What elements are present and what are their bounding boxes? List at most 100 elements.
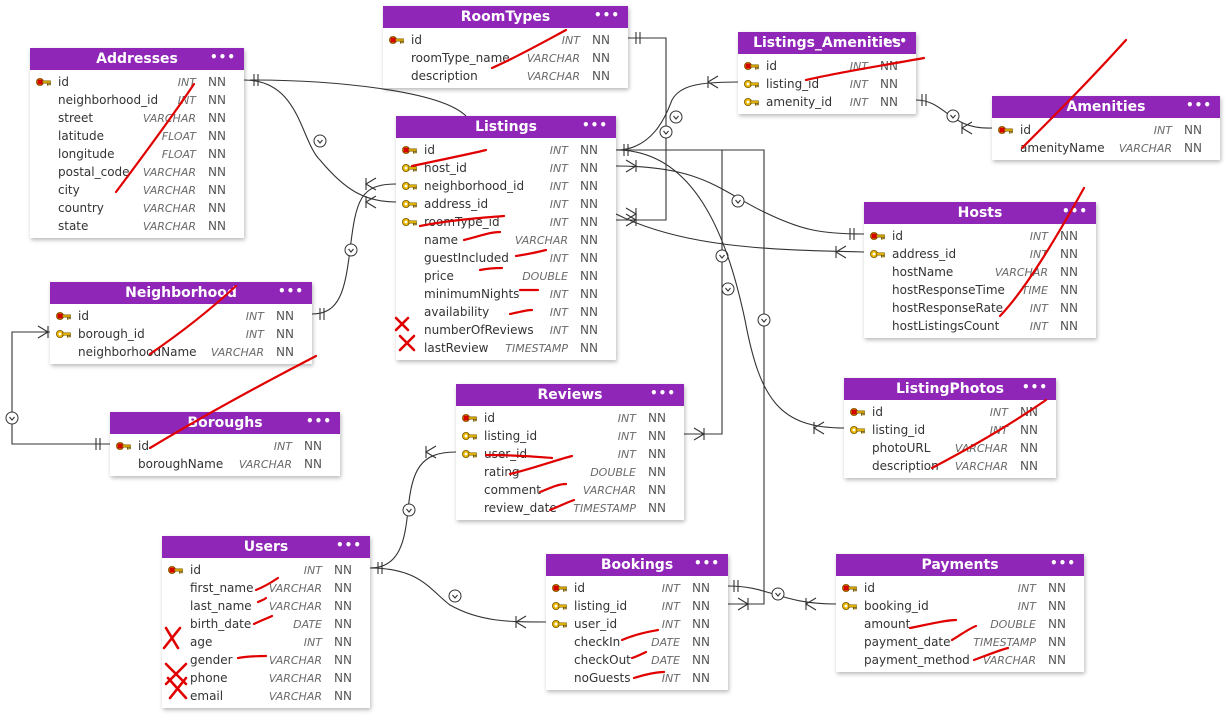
table-header[interactable]: ListingPhotos•••: [844, 378, 1056, 400]
table-menu-icon[interactable]: •••: [881, 34, 908, 48]
relationship-midpoint[interactable]: [757, 313, 771, 327]
table-header[interactable]: Payments•••: [836, 554, 1084, 576]
table-menu-icon[interactable]: •••: [1061, 204, 1088, 218]
table-menu-icon[interactable]: •••: [649, 386, 676, 400]
table-menu-icon[interactable]: •••: [277, 284, 304, 298]
table-menu-icon[interactable]: •••: [581, 118, 608, 132]
table-menu-icon[interactable]: •••: [1049, 556, 1076, 570]
table-menu-icon[interactable]: •••: [1185, 98, 1212, 112]
relationship-midpoint[interactable]: [721, 282, 735, 296]
relationship-midpoint[interactable]: [344, 243, 358, 257]
table-header[interactable]: Hosts•••: [864, 202, 1096, 224]
relationship-midpoint[interactable]: [946, 109, 960, 123]
relationship-midpoint[interactable]: [5, 411, 19, 425]
table-header[interactable]: RoomTypes•••: [383, 6, 628, 28]
relationship-midpoint[interactable]: [669, 110, 683, 124]
table-menu-icon[interactable]: •••: [693, 556, 720, 570]
relationship-midpoint[interactable]: [313, 134, 327, 148]
relationship-midpoint[interactable]: [448, 589, 462, 603]
table-menu-icon[interactable]: •••: [209, 50, 236, 64]
table-header[interactable]: Users•••: [162, 536, 370, 558]
table-header[interactable]: Boroughs•••: [110, 412, 340, 434]
table-menu-icon[interactable]: •••: [593, 8, 620, 22]
table-header[interactable]: Bookings•••: [546, 554, 728, 576]
table-menu-icon[interactable]: •••: [1021, 380, 1048, 394]
table-header[interactable]: Listings•••: [396, 116, 616, 138]
relationship-midpoint[interactable]: [731, 194, 745, 208]
relationship-midpoint[interactable]: [771, 587, 785, 601]
relationship-midpoint[interactable]: [402, 503, 416, 517]
table-header[interactable]: Listings_Amenities•••: [738, 32, 916, 54]
table-header[interactable]: Reviews•••: [456, 384, 684, 406]
table-menu-icon[interactable]: •••: [335, 538, 362, 552]
